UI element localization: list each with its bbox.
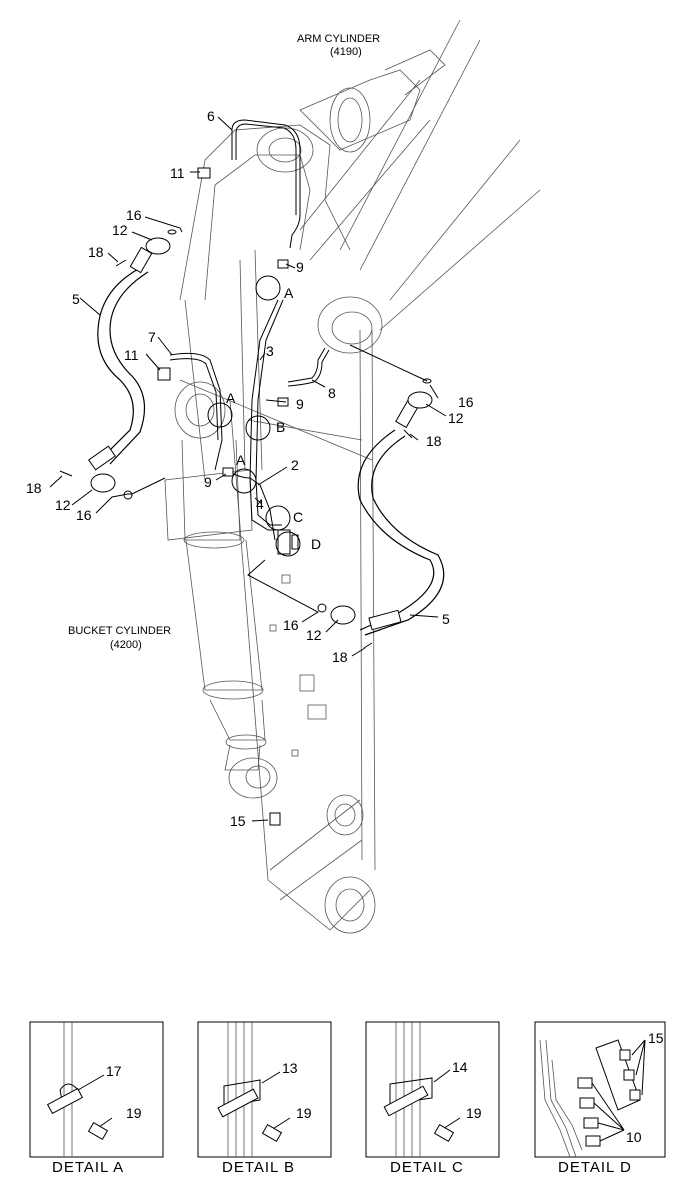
part-label-9-a: 9 [296,259,304,275]
detail-c-part-19: 19 [466,1105,482,1121]
pipe-3 [249,299,282,531]
detail-a-part-19: 19 [126,1105,142,1121]
arm-cylinder-caption: ARM CYLINDER [297,33,380,45]
part-label-18-left: 18 [26,480,42,496]
part-label-12-bottom: 12 [306,627,322,643]
part-label-2: 2 [291,457,299,473]
flange-12 [145,237,171,255]
detail-marker-a-2: A [226,390,236,406]
detail-d-part-10: 10 [626,1129,642,1145]
detail-d-title: DETAIL D [558,1159,632,1176]
detail-a-title: DETAIL A [52,1159,124,1176]
detail-panel-b: 13 19 DETAIL B [197,1021,332,1176]
part-number-labels: 6 11 16 12 18 9 5 7 3 11 8 16 9 12 18 2 … [26,108,474,829]
part-label-15: 15 [230,813,246,829]
detail-c-part-14: 14 [452,1059,468,1075]
part-label-8: 8 [328,385,336,401]
leader-lines [49,116,447,822]
part-label-7: 7 [148,329,156,345]
part-label-12-left: 12 [55,497,71,513]
part-label-16-right: 16 [458,394,474,410]
arm-structure [179,19,541,934]
detail-panel-a: 17 19 DETAIL A [29,1021,164,1176]
part-label-11-mid: 11 [124,347,139,363]
bucket-cylinder-number: (4200) [110,639,142,651]
part-label-18-top: 18 [88,244,104,260]
part-label-3: 3 [266,343,274,359]
hose-5-right [357,429,435,631]
detail-panel-c: 14 19 DETAIL C [365,1021,500,1176]
detail-b-title: DETAIL B [222,1159,295,1176]
part-label-16-left: 16 [76,507,92,523]
part-label-6: 6 [207,108,215,124]
pipe-8 [287,347,326,383]
part-label-5-left: 5 [72,291,80,307]
part-label-9-b: 9 [296,396,304,412]
part-label-18-right: 18 [426,433,442,449]
part-label-12-right: 12 [448,410,464,426]
part-label-16-bottom: 16 [283,617,299,633]
detail-b-part-19: 19 [296,1105,312,1121]
hose-5-left [97,267,141,461]
bucket-cylinder-caption: BUCKET CYLINDER [68,625,171,637]
detail-marker-b: B [276,419,285,435]
detail-marker-a-3: A [236,452,246,468]
detail-marker-letters: A A B A C D [226,285,321,552]
detail-a-part-17: 17 [106,1063,122,1079]
part-label-9-c: 9 [204,474,212,490]
part-label-12-top: 12 [112,222,128,238]
part-label-18-bottom: 18 [332,649,348,665]
detail-marker-circles [207,275,301,557]
detail-marker-d: D [311,536,321,552]
detail-d-part-15: 15 [648,1030,664,1046]
detail-marker-a-1: A [284,285,294,301]
part-label-4: 4 [256,496,264,512]
part-label-16-top: 16 [126,207,142,223]
pipe-7 [169,352,223,471]
detail-c-title: DETAIL C [390,1159,464,1176]
pipe-6 [231,119,301,249]
arm-cylinder-number: (4190) [330,46,362,58]
bucket-cylinder [164,381,278,799]
part-label-11-top: 11 [170,165,185,181]
detail-marker-c: C [293,509,303,525]
detail-b-part-13: 13 [282,1060,298,1076]
part-label-5-right: 5 [442,611,450,627]
detail-panel-d: 15 10 DETAIL D [534,1021,666,1176]
